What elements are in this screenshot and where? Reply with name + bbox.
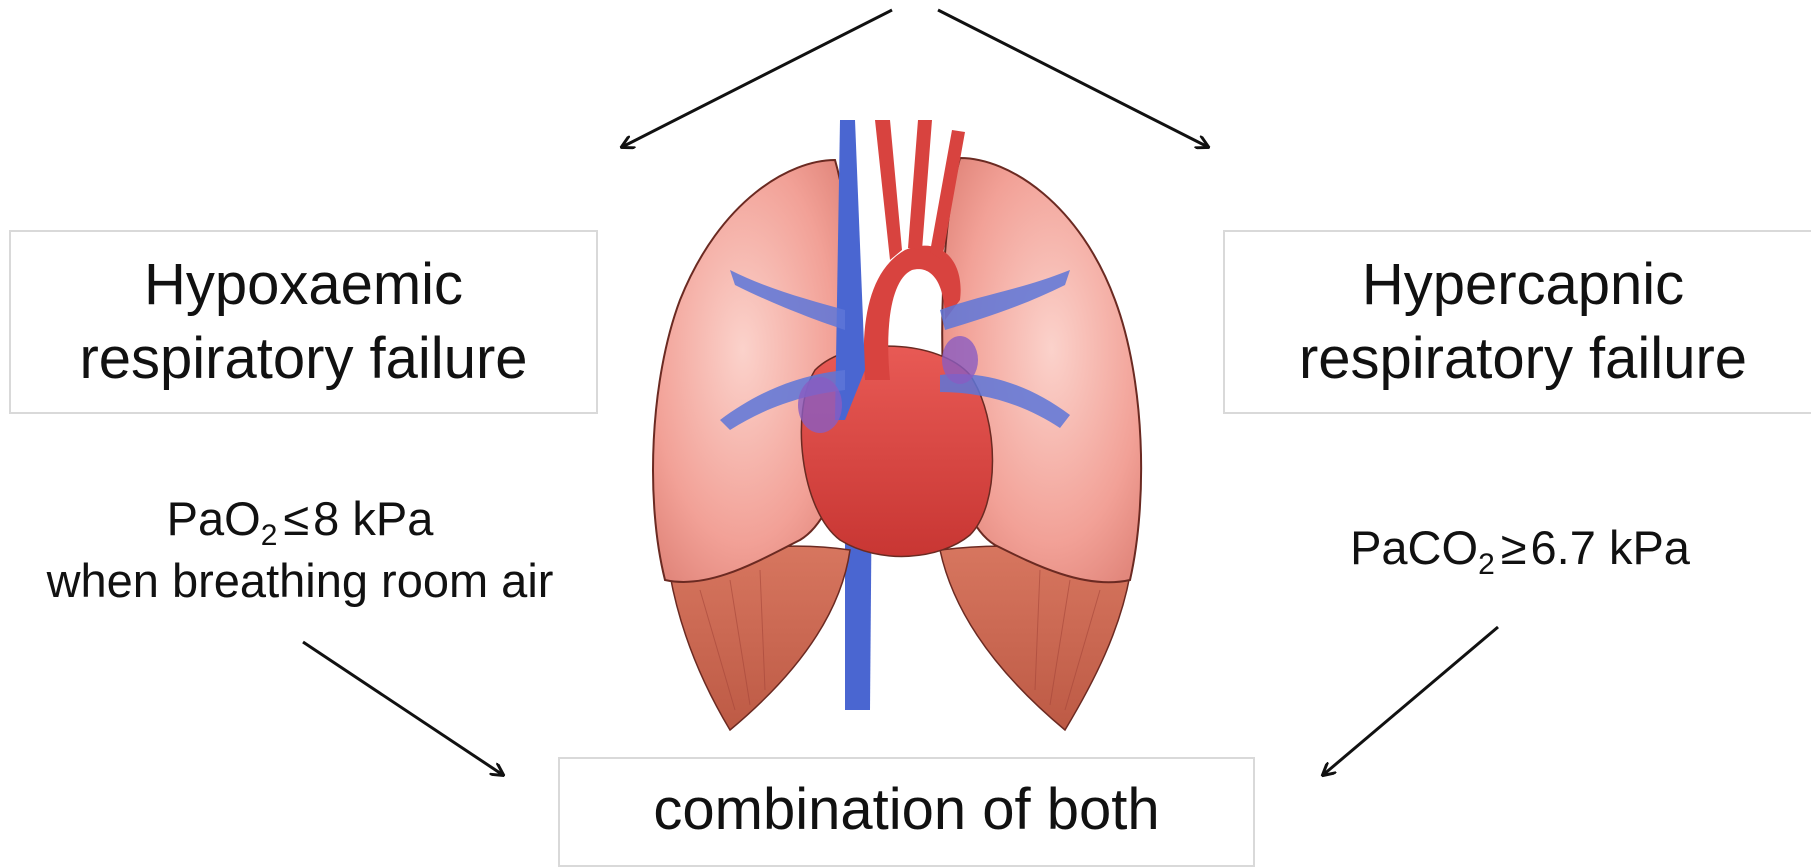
pao2-threshold: 8 kPa	[313, 492, 433, 545]
hypoxaemic-criterion-line1: PaO2≤8 kPa	[0, 488, 600, 550]
hypoxaemic-title-line2: respiratory failure	[79, 322, 527, 396]
combination-label: combination of both	[653, 773, 1159, 847]
arrow-hypercapnic-to-combination	[1323, 627, 1498, 775]
right-atrium	[942, 336, 978, 384]
hypoxaemic-title-line1: Hypoxaemic	[144, 248, 463, 322]
heart-and-lungs-icon	[640, 120, 1160, 740]
arrow-hypoxaemic-to-combination	[303, 642, 503, 775]
hypercapnic-title-line1: Hypercapnic	[1362, 248, 1684, 322]
hypercapnic-title-line2: respiratory failure	[1299, 322, 1747, 396]
hypoxaemic-criterion: PaO2≤8 kPa when breathing room air	[0, 488, 600, 612]
pao2-subscript: 2	[261, 519, 278, 552]
hypercapnic-box: Hypercapnic respiratory failure	[1223, 230, 1811, 414]
pao2-label: PaO	[167, 492, 261, 545]
paco2-label: PaCO	[1350, 521, 1478, 574]
hypoxaemic-criterion-line2: when breathing room air	[0, 550, 600, 612]
combination-box: combination of both	[558, 757, 1255, 867]
hypoxaemic-box: Hypoxaemic respiratory failure	[9, 230, 598, 414]
paco2-subscript: 2	[1478, 548, 1495, 581]
hypercapnic-criterion-line1: PaCO2≥6.7 kPa	[1270, 517, 1770, 579]
greater-equal-symbol: ≥	[1501, 521, 1527, 574]
less-equal-symbol: ≤	[283, 492, 309, 545]
paco2-threshold: 6.7 kPa	[1531, 521, 1690, 574]
hypercapnic-criterion: PaCO2≥6.7 kPa	[1270, 517, 1770, 579]
left-atrium	[798, 377, 842, 433]
